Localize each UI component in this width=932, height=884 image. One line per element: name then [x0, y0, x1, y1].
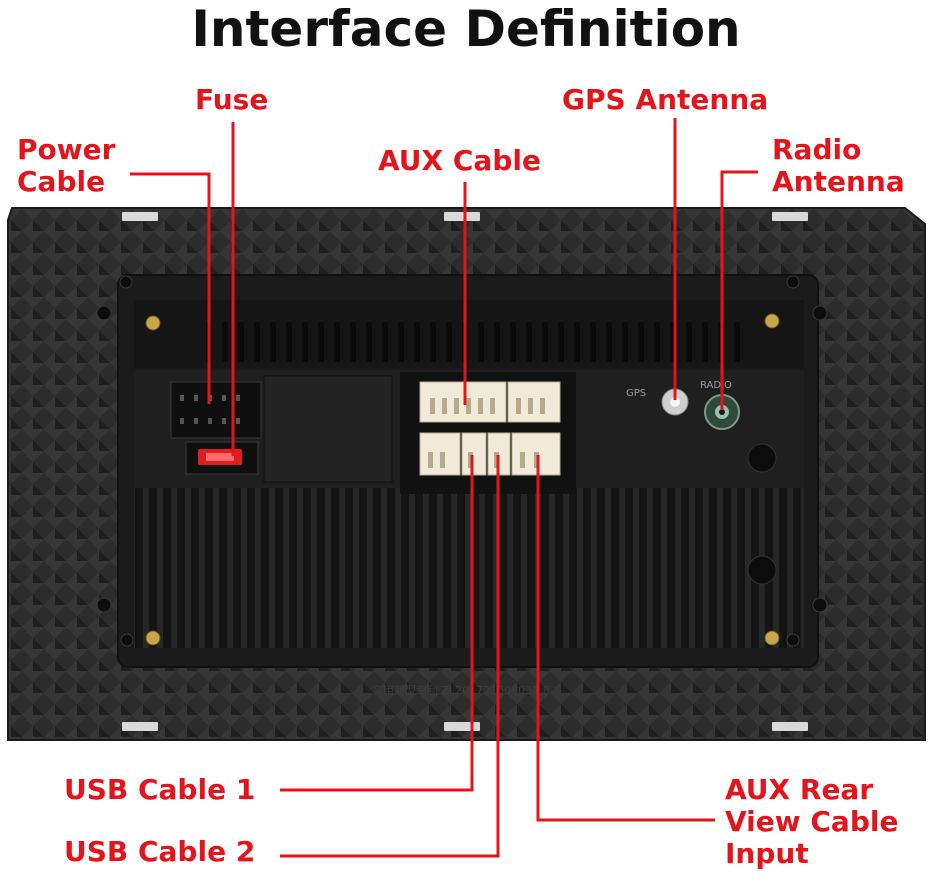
aux-rear-label-line1: AUX Rear — [725, 773, 874, 806]
page-title: Interface Definition — [191, 0, 741, 58]
aux-rear-leader — [536, 455, 715, 822]
aux-connector-block — [400, 372, 576, 494]
gps-antenna-label: GPS Antenna — [562, 83, 769, 116]
fuse-label: Fuse — [195, 83, 269, 116]
radio-antenna-leader — [720, 170, 758, 410]
aux-rear-label-line3: Input — [725, 837, 809, 870]
aux-cable-label: AUX Cable — [378, 144, 541, 177]
blank-port — [747, 555, 777, 585]
usb-cable-1-label: USB Cable 1 — [64, 773, 256, 806]
screw-icon — [145, 313, 780, 646]
power-cable-label-line2: Cable — [17, 165, 106, 198]
radio-antenna-label-line2: Antenna — [772, 165, 905, 198]
power-cable-label-line1: Power — [17, 133, 116, 166]
gps-marking: GPS — [626, 388, 646, 399]
power-cable-leader — [130, 172, 211, 404]
gps-antenna-socket-icon — [661, 388, 689, 416]
blank-port — [747, 443, 777, 473]
aux-rear-label-line2: View Cable — [725, 805, 899, 838]
usb-cable-2-label: USB Cable 2 — [64, 835, 256, 868]
fuse-icon — [198, 449, 242, 465]
radio-marking: RADIO — [700, 380, 732, 391]
usb-cable-2-leader — [280, 455, 500, 858]
callout-lines — [130, 118, 758, 858]
radio-antenna-label-line1: Radio — [772, 133, 862, 166]
usb-cable-1-leader — [280, 455, 474, 792]
radio-antenna-socket-icon — [704, 394, 740, 430]
serial-marking: 实用新型专利 ZL201721608032.8 — [372, 683, 550, 697]
